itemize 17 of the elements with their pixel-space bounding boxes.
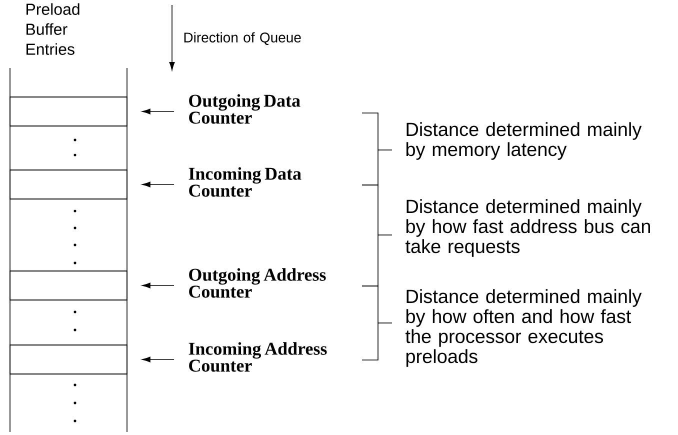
arrow: [142, 356, 174, 362]
buffer-entry: [10, 170, 128, 200]
buffer-entry: [10, 96, 128, 126]
counter-label: Incoming Data Counter: [188, 167, 302, 197]
arrow: [142, 108, 174, 114]
direction-label: Direction of Queue: [184, 32, 301, 45]
distance-note: Distance determined mainly by memory latency: [406, 122, 642, 160]
arrow: [142, 282, 174, 288]
counter-label: Outgoing Address Counter: [189, 268, 326, 298]
counter-label: Incoming Address Counter: [188, 342, 327, 372]
distance-note: Distance determined mainly by how fast address bus can take requests: [405, 199, 650, 257]
header-label: Preload Buffer Entries: [26, 3, 80, 55]
arrow: [142, 182, 174, 188]
buffer-entry: [10, 344, 128, 374]
buffer-entry: [10, 270, 128, 300]
counter-label: Outgoing Data Counter: [189, 94, 300, 124]
distance-note: Distance determined mainly by how often and how fast the processor executes preloads: [405, 289, 642, 367]
